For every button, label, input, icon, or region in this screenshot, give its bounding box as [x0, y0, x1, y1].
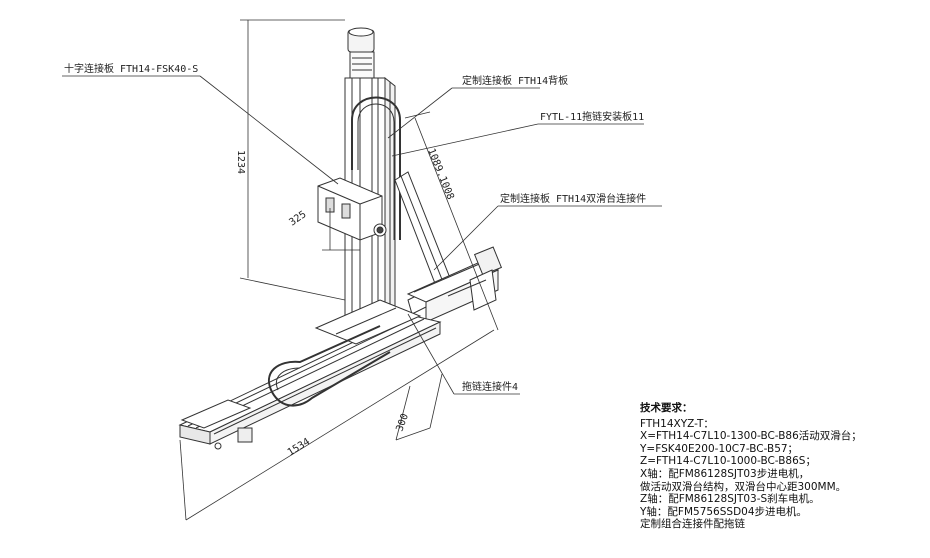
x-drag-chain — [267, 325, 391, 407]
notes-line: FTH14XYZ-T： — [640, 417, 714, 430]
z-drag-chain — [351, 96, 401, 240]
dimension-length-x: 1534 — [286, 436, 312, 458]
notes-line: Y轴：配FM5756SSD04步进电机。 — [640, 505, 808, 518]
dimension-1089: 1089.1008 — [425, 147, 455, 201]
notes-line: Y=FSK40E200-10C7-BC-B57； — [640, 442, 799, 455]
notes-line: X=FTH14-C7L10-1300-BC-B86活动双滑台； — [640, 430, 862, 443]
dimension-325: 325 — [287, 209, 308, 228]
notes-title: 技术要求： — [640, 402, 693, 414]
callout-back-plate: 定制连接板 FTH14背板 — [462, 74, 568, 87]
y-axis-module — [406, 246, 503, 323]
z-axis-column — [344, 27, 396, 320]
notes-line: Z=FTH14-C7L10-1000-BC-B86S； — [640, 455, 816, 468]
dimension-height-z: 1234 — [235, 150, 246, 174]
notes-line: 定制组合连接件配拖链 — [640, 518, 745, 531]
leader-lines — [62, 75, 662, 395]
callout-slide-plate: 定制连接板 FTH14双滑台连接件 — [500, 192, 646, 205]
callout-cross-plate: 十字连接板 FTH14-FSK40-S — [64, 62, 198, 75]
cross-plate-carriage — [317, 177, 387, 241]
x-axis-rail — [178, 299, 442, 450]
notes-line: Z轴：配FM86128SJT03-S刹车电机。 — [640, 493, 820, 506]
callout-chain-mount: FYTL-11拖链安装板11 — [540, 110, 644, 123]
notes-line: 做活动双滑台结构，双滑台中心距300MM。 — [640, 480, 847, 493]
technical-requirements: 技术要求： FTH14XYZ-T： X=FTH14-C7L10-1300-BC-… — [640, 402, 925, 531]
callout-chain-connector: 拖链连接件4 — [462, 380, 518, 393]
notes-line: X轴：配FM86128SJT03步进电机， — [640, 467, 810, 480]
dimension-lines — [179, 19, 499, 521]
dimension-width-300: 300 — [394, 412, 411, 433]
